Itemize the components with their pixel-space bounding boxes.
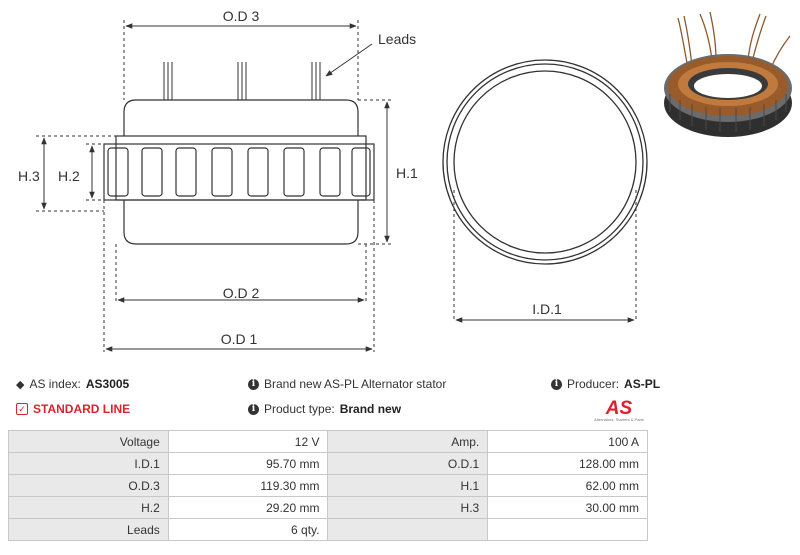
- as-index-info: ◆ AS index: AS3005: [16, 377, 129, 391]
- stator-product-photo: [664, 11, 792, 137]
- info-icon: i: [248, 378, 259, 390]
- od3-label: O.D 3: [223, 8, 260, 24]
- spec-value-cell: 62.00 mm: [487, 474, 648, 497]
- spec-value-cell: 29.20 mm: [167, 496, 329, 519]
- h2-label: H.2: [58, 168, 80, 184]
- leads-label: Leads: [378, 31, 416, 47]
- spec-value-cell: 95.70 mm: [167, 452, 329, 475]
- producer-info: i Producer: AS-PL: [551, 377, 660, 391]
- info-icon: i: [551, 378, 562, 390]
- stator-top-view: [442, 59, 648, 265]
- spec-label-cell: H.2: [8, 496, 169, 519]
- as-index-label: AS index:: [29, 377, 81, 391]
- product-type-label: Product type:: [264, 402, 335, 416]
- spec-label-cell: Amp.: [327, 430, 489, 453]
- spec-label-cell: Voltage: [8, 430, 169, 453]
- stator-dimension-drawing: O.D 3 Leads H.1 H.3 H.2 O.D 2 O.D 1 I.D.…: [18, 8, 648, 352]
- checkbox-icon: ✓: [16, 403, 28, 415]
- spec-value-cell: 100 A: [487, 430, 648, 453]
- tag-icon: ◆: [16, 378, 25, 391]
- spec-label-cell: H.1: [327, 474, 489, 497]
- as-logo-mark: AS: [605, 398, 633, 419]
- info-icon: i: [248, 403, 259, 415]
- stator-side-view: [103, 99, 375, 245]
- product-type-info: i Product type: Brand new: [248, 402, 401, 416]
- svg-text:AS: AS: [605, 398, 633, 417]
- spec-label-cell: O.D.1: [327, 452, 489, 475]
- leads-wires: [163, 62, 321, 100]
- as-pl-logo: AS Alternators, Starters & Parts: [588, 397, 650, 425]
- producer-value: AS-PL: [624, 377, 661, 391]
- spec-value-cell: 30.00 mm: [487, 496, 648, 519]
- od2-label: O.D 2: [223, 285, 260, 301]
- spec-value-cell: [487, 518, 648, 541]
- spec-value-cell: 128.00 mm: [487, 452, 648, 475]
- spec-value-cell: 119.30 mm: [167, 474, 329, 497]
- id1-label: I.D.1: [532, 301, 562, 317]
- spec-value-cell: 12 V: [167, 430, 329, 453]
- spec-label-cell: O.D.3: [8, 474, 169, 497]
- spec-value-cell: 6 qty.: [167, 518, 329, 541]
- producer-label: Producer:: [567, 377, 620, 391]
- leads-pointer: [325, 43, 373, 77]
- product-type-value: Brand new: [339, 402, 402, 416]
- standard-line-badge: ✓ STANDARD LINE: [16, 402, 130, 416]
- spec-label-cell: I.D.1: [8, 452, 169, 475]
- od1-label: O.D 1: [221, 331, 258, 347]
- description-info: i Brand new AS-PL Alternator stator: [248, 377, 446, 391]
- standard-line-label: STANDARD LINE: [33, 402, 131, 416]
- as-index-value: AS3005: [85, 377, 130, 391]
- spec-label-cell: Leads: [8, 518, 169, 541]
- h3-label: H.3: [18, 168, 40, 184]
- spec-label-cell: H.3: [327, 496, 489, 519]
- h1-label: H.1: [396, 165, 418, 181]
- product-description: Brand new AS-PL Alternator stator: [264, 377, 447, 391]
- logo-tagline: Alternators, Starters & Parts: [594, 417, 644, 422]
- spec-label-cell: [327, 518, 489, 541]
